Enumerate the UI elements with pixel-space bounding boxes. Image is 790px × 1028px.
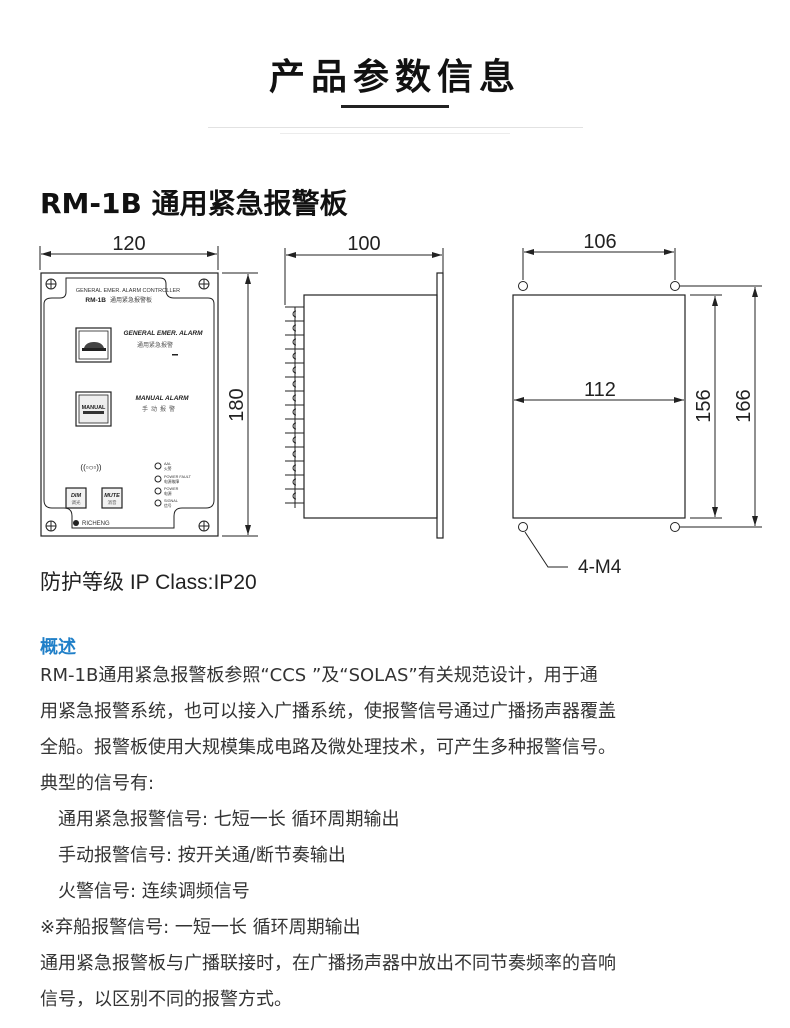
brand-logo: RICHENG <box>82 521 110 527</box>
hole-spacing-h-dim: 106 <box>583 231 616 253</box>
side-view: 100 <box>284 233 444 539</box>
mounting-view: 106 112 156 166 4-M4 <box>512 231 762 578</box>
section-heading-overview: 概述 <box>40 637 76 658</box>
front-height-dim: 180 <box>226 388 248 421</box>
cutout-height-dim: 156 <box>693 389 715 422</box>
speaker-icon: ((▫○▫)) <box>80 463 101 472</box>
svg-text:信号: 信号 <box>164 503 172 508</box>
abandon-signal-item: ※弃船报警信号: 一短一长 循环周期输出 <box>40 917 361 938</box>
overview-line: 典型的信号有: <box>40 773 155 794</box>
title-underline <box>341 105 449 108</box>
svg-text:电源故障: 电源故障 <box>164 479 179 484</box>
overview-line: RM-1B通用紧急报警板参照“CCS ”及“SOLAS”有关规范设计，用于通 <box>40 665 598 686</box>
page-title: 产品参数信息 <box>268 57 521 98</box>
technical-drawing: 120 GENERAL EMER. ALARM CONTROLLER RM-1B… <box>39 231 762 578</box>
svg-text:AAL: AAL <box>164 462 171 466</box>
svg-text:MANUAL ALARM: MANUAL ALARM <box>135 395 189 402</box>
cutout-width-dim: 112 <box>584 379 616 401</box>
terminal-block <box>285 306 304 508</box>
closing-line: 通用紧急报警板与广播联接时，在广播扬声器中放出不同节奏频率的音响 <box>40 953 616 974</box>
overview-line: 全船。报警板使用大规模集成电路及微处理技术，可产生多种报警信号。 <box>40 737 616 758</box>
front-width-dim: 120 <box>112 233 145 255</box>
overview-line: 用紧急报警系统，也可以接入广播系统，使报警信号通过广播扬声器覆盖 <box>40 701 616 722</box>
svg-text:调光: 调光 <box>72 499 81 506</box>
side-depth-dim: 100 <box>347 233 380 255</box>
front-view: 120 GENERAL EMER. ALARM CONTROLLER RM-1B… <box>39 233 258 537</box>
svg-text:火警: 火警 <box>164 466 172 471</box>
svg-text:消音: 消音 <box>108 499 117 506</box>
svg-text:SIGNAL: SIGNAL <box>164 499 178 503</box>
svg-text:MUTE: MUTE <box>104 493 120 499</box>
svg-text:GENERAL EMER. ALARM: GENERAL EMER. ALARM <box>123 330 203 337</box>
svg-text:手动报警: 手动报警 <box>142 405 178 413</box>
svg-text:通用紧急报警: 通用紧急报警 <box>137 341 173 349</box>
svg-text:电源: 电源 <box>164 491 172 496</box>
signal-item: 火警信号: 连续调频信号 <box>58 881 250 902</box>
svg-text:POWER: POWER <box>164 487 179 491</box>
ip-class-label: 防护等级 IP Class:IP20 <box>40 571 257 594</box>
closing-line: 信号，以区别不同的报警方式。 <box>40 989 292 1010</box>
signal-item: 手动报警信号: 按开关通/断节奏输出 <box>58 845 346 866</box>
hole-spacing-v-dim: 166 <box>733 389 755 422</box>
decorative-divider <box>208 127 583 128</box>
decorative-divider <box>280 133 510 134</box>
svg-text:MANUAL: MANUAL <box>82 405 106 411</box>
svg-text:GENERAL EMER. ALARM CONTROLLER: GENERAL EMER. ALARM CONTROLLER <box>76 288 180 294</box>
signal-item: 通用紧急报警信号: 七短一长 循环周期输出 <box>58 809 400 830</box>
product-title: RM-1B 通用紧急报警板 <box>40 187 348 220</box>
svg-text:DIM: DIM <box>71 493 82 499</box>
svg-text:通用紧急报警板: 通用紧急报警板 <box>110 296 152 304</box>
svg-text:RM-1B: RM-1B <box>85 297 106 304</box>
svg-text:POWER FAULT: POWER FAULT <box>164 475 192 479</box>
holes-label: 4-M4 <box>578 557 622 578</box>
